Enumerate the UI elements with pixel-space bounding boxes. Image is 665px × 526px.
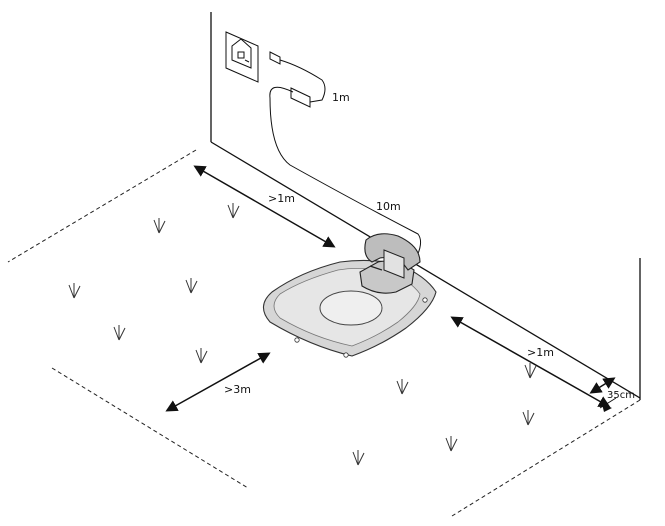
front-clearance-label: >3m bbox=[224, 383, 251, 396]
grass-tuft-icon bbox=[195, 348, 208, 364]
grass-tufts bbox=[68, 203, 537, 466]
station-contact bbox=[369, 265, 383, 271]
station-column bbox=[383, 249, 405, 279]
front-clearance-arrow bbox=[165, 352, 271, 412]
edge-gap-arrow bbox=[589, 377, 616, 394]
left-clearance-arrow bbox=[193, 165, 336, 248]
grass-tuft-icon bbox=[185, 278, 198, 294]
grass-tuft-icon bbox=[153, 218, 166, 234]
right-clearance-label: >1m bbox=[527, 346, 554, 359]
cable-adapter-label: 1m bbox=[332, 91, 350, 104]
grass-tuft-icon bbox=[522, 410, 535, 426]
house-outlet-icon bbox=[225, 31, 259, 83]
lawn-boundary bbox=[7, 149, 641, 517]
cable-station-label: 10m bbox=[376, 200, 401, 213]
house-wall bbox=[210, 12, 641, 399]
edge-gap-marker bbox=[602, 404, 612, 412]
grass-tuft-icon bbox=[227, 203, 240, 219]
station-hood bbox=[364, 233, 421, 271]
grass-tuft-icon bbox=[113, 325, 126, 341]
left-clearance-label: >1m bbox=[268, 192, 295, 205]
edge-gap-label: 35cm bbox=[607, 390, 635, 401]
right-clearance-arrow bbox=[450, 316, 611, 408]
power-adapter-icon bbox=[269, 51, 422, 259]
grass-tuft-icon bbox=[445, 436, 458, 452]
screw-hole bbox=[422, 297, 428, 303]
charging-station-icon bbox=[262, 233, 437, 358]
charging-pad bbox=[319, 290, 383, 326]
grass-tuft-icon bbox=[524, 363, 537, 379]
grass-tuft-icon bbox=[396, 379, 409, 395]
screw-hole bbox=[343, 352, 349, 358]
grass-tuft-icon bbox=[68, 283, 81, 299]
screw-hole bbox=[294, 337, 300, 343]
grass-tuft-icon bbox=[352, 450, 365, 466]
